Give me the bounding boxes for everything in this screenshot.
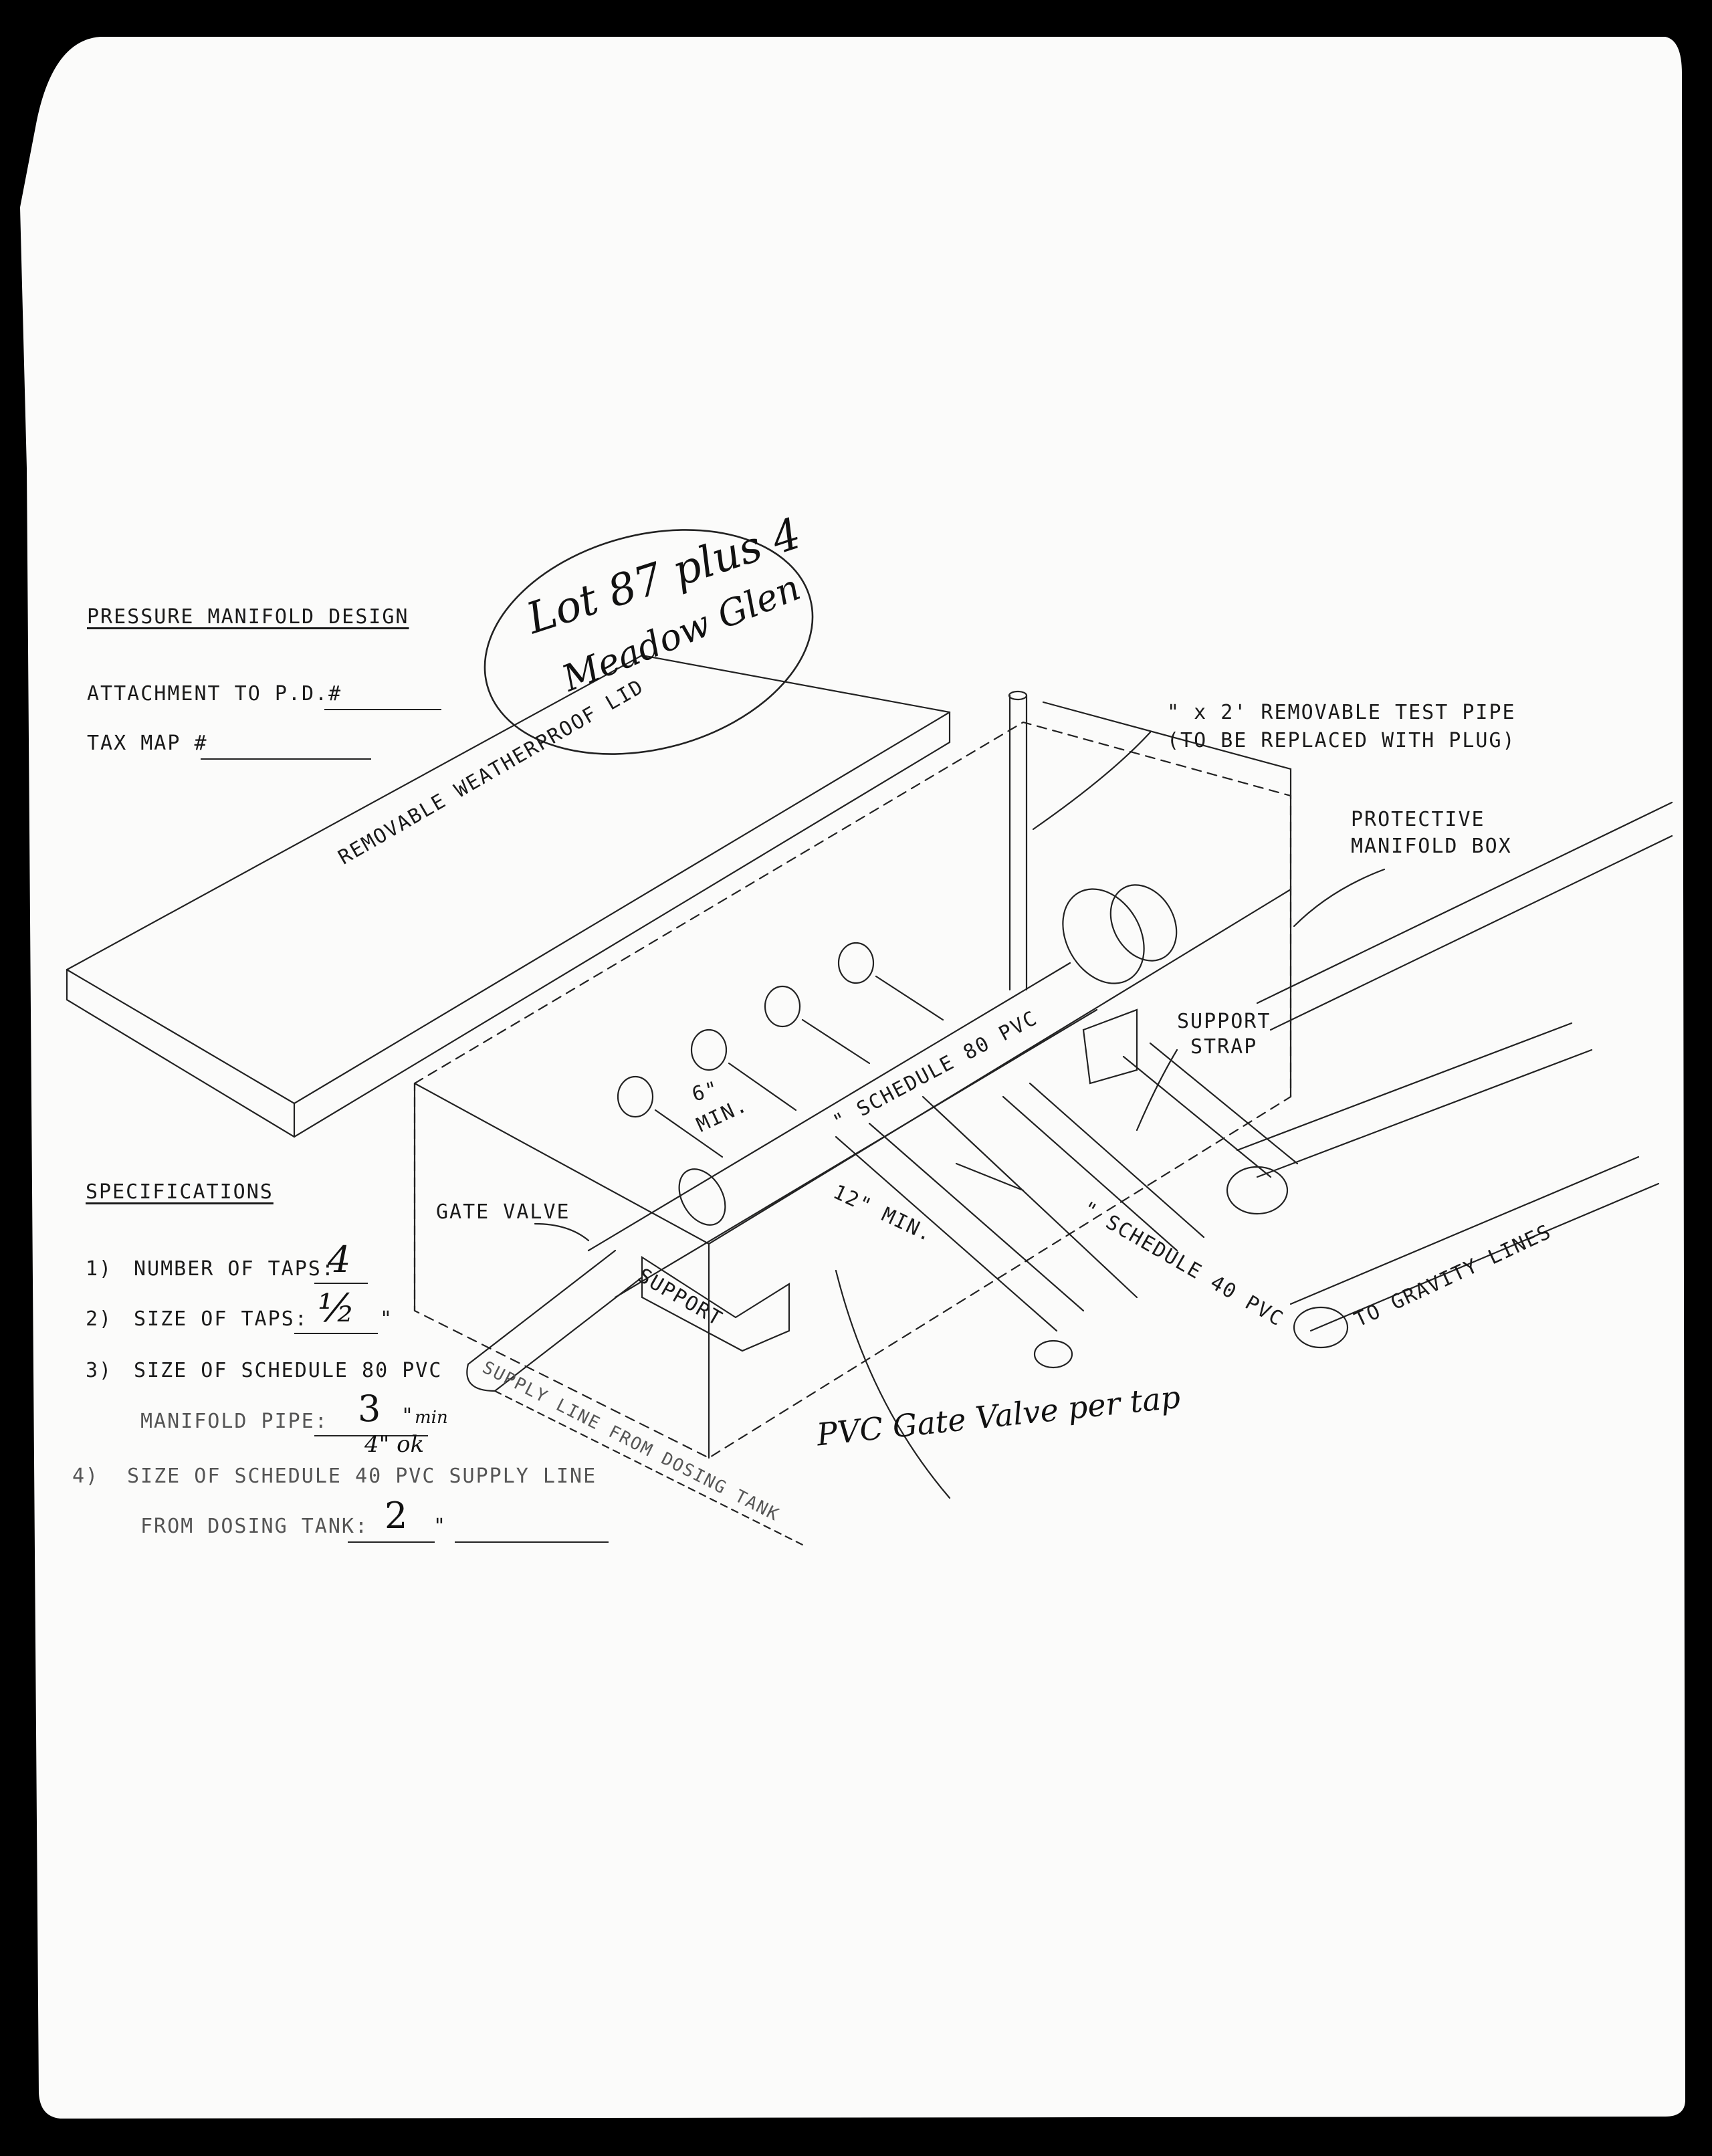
test-pipe-label-2: (TO BE REPLACED WITH PLUG) — [1167, 729, 1516, 752]
box-label-2: MANIFOLD BOX — [1351, 835, 1512, 858]
spec-3b-suffix: " — [401, 1404, 415, 1428]
spec-3b-note2: 4" ok — [364, 1431, 425, 1458]
spec-4-label: SIZE OF SCHEDULE 40 PVC SUPPLY LINE — [127, 1465, 597, 1488]
supply-line — [466, 1249, 643, 1392]
spec-3b-note: min — [415, 1408, 448, 1428]
spec-2-value: ½ — [318, 1285, 356, 1331]
strap-label-2: STRAP — [1190, 1035, 1258, 1059]
drawing — [66, 529, 1673, 1546]
strap-arrow — [1136, 1049, 1178, 1131]
support-block — [641, 1255, 790, 1352]
spec-3-label: SIZE OF SCHEDULE 80 PVC — [134, 1359, 443, 1382]
lid — [66, 654, 951, 1138]
gate-valve-arrow — [534, 1222, 590, 1242]
valve-note-arrow — [835, 1269, 951, 1499]
spec-1-label: NUMBER OF TAPS: — [134, 1257, 335, 1281]
taps — [617, 942, 944, 1158]
spec-3b-value: 3 — [358, 1388, 381, 1430]
spec-1-value: 4 — [328, 1238, 351, 1281]
spec-4b-extra-blank — [455, 1541, 609, 1543]
attachment-blank — [324, 709, 441, 710]
paper — [20, 37, 1685, 2119]
handwritten-oval — [484, 529, 814, 755]
spec-4-num: 4) — [72, 1465, 100, 1488]
spec-4b-label: FROM DOSING TANK: — [140, 1515, 369, 1538]
spec-3-num: 3) — [86, 1359, 113, 1382]
lateral-pipes — [835, 1042, 1299, 1369]
spec-4b-blank — [348, 1541, 435, 1543]
binding-holes — [0, 0, 19, 2156]
tax-map-blank — [201, 758, 371, 760]
spec-2-num: 2) — [86, 1307, 113, 1331]
spec-2-label: SIZE OF TAPS: — [134, 1307, 308, 1331]
spec-3b-blank — [314, 1435, 428, 1436]
spec-4b-value: 2 — [385, 1495, 408, 1537]
test-pipe-arrow — [1032, 731, 1152, 831]
attachment-label: ATTACHMENT TO P.D.# — [87, 682, 342, 706]
box-arrow — [1293, 868, 1386, 928]
page-title: PRESSURE MANIFOLD DESIGN — [87, 605, 409, 629]
spec-3b-label: MANIFOLD PIPE: — [140, 1410, 328, 1433]
spec-2-blank — [294, 1333, 378, 1334]
gravity-lines — [1236, 801, 1673, 1332]
test-pipe — [1008, 694, 1028, 991]
gate-valve-label: GATE VALVE — [436, 1200, 570, 1224]
spec-4b-suffix: " — [433, 1515, 447, 1538]
box-label-1: PROTECTIVE — [1351, 808, 1485, 831]
test-pipe-label-1: " x 2' REMOVABLE TEST PIPE — [1167, 701, 1516, 724]
tax-map-label: TAX MAP # — [87, 732, 208, 755]
specifications-heading: SPECIFICATIONS — [86, 1180, 274, 1204]
support-strap-block — [1082, 1008, 1138, 1085]
strap-label-1: SUPPORT — [1177, 1010, 1271, 1033]
spec-1-blank — [314, 1283, 368, 1284]
spec-2-suffix: " — [380, 1307, 394, 1331]
spec-1-num: 1) — [86, 1257, 113, 1281]
